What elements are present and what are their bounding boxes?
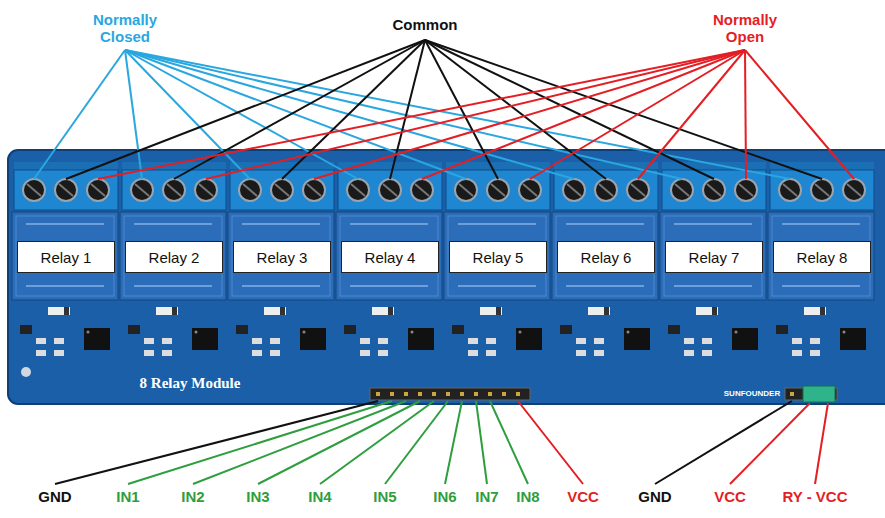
pin-name: GND (638, 489, 671, 506)
relay-label-box: Relay 6 (557, 241, 655, 273)
callout-label: Normally Closed (75, 12, 175, 45)
callout-label: Normally Open (695, 12, 795, 45)
pin-name: IN6 (433, 489, 456, 506)
relay-label-box: Relay 2 (125, 241, 223, 273)
pin-name: IN3 (246, 489, 269, 506)
relay-label-box: Relay 4 (341, 241, 439, 273)
relay-name: Relay 6 (581, 249, 632, 266)
board-title: 8 Relay Module (140, 375, 241, 392)
pin-name: GND (38, 489, 71, 506)
relay-label-box: Relay 8 (773, 241, 871, 273)
pin-name: IN2 (181, 489, 204, 506)
pin-name: IN7 (475, 489, 498, 506)
pin-name: VCC (714, 489, 746, 506)
pin-name: VCC (567, 489, 599, 506)
relay-name: Relay 8 (797, 249, 848, 266)
pin-name: IN5 (373, 489, 396, 506)
relay-label-box: Relay 3 (233, 241, 331, 273)
pin-name: RY - VCC (782, 489, 847, 506)
pin-name: IN1 (116, 489, 139, 506)
relay-name: Relay 2 (149, 249, 200, 266)
relay-name: Relay 3 (257, 249, 308, 266)
pin-name: IN4 (308, 489, 331, 506)
brand-mark: SUNFOUNDER (724, 390, 780, 399)
relay-name: Relay 5 (473, 249, 524, 266)
relay-name: Relay 1 (41, 249, 92, 266)
relay-name: Relay 7 (689, 249, 740, 266)
relay-label-box: Relay 7 (665, 241, 763, 273)
pin-name: IN8 (516, 489, 539, 506)
relay-label-box: Relay 5 (449, 241, 547, 273)
relay-name: Relay 4 (365, 249, 416, 266)
callout-label: Common (393, 17, 458, 34)
relay-label-box: Relay 1 (17, 241, 115, 273)
